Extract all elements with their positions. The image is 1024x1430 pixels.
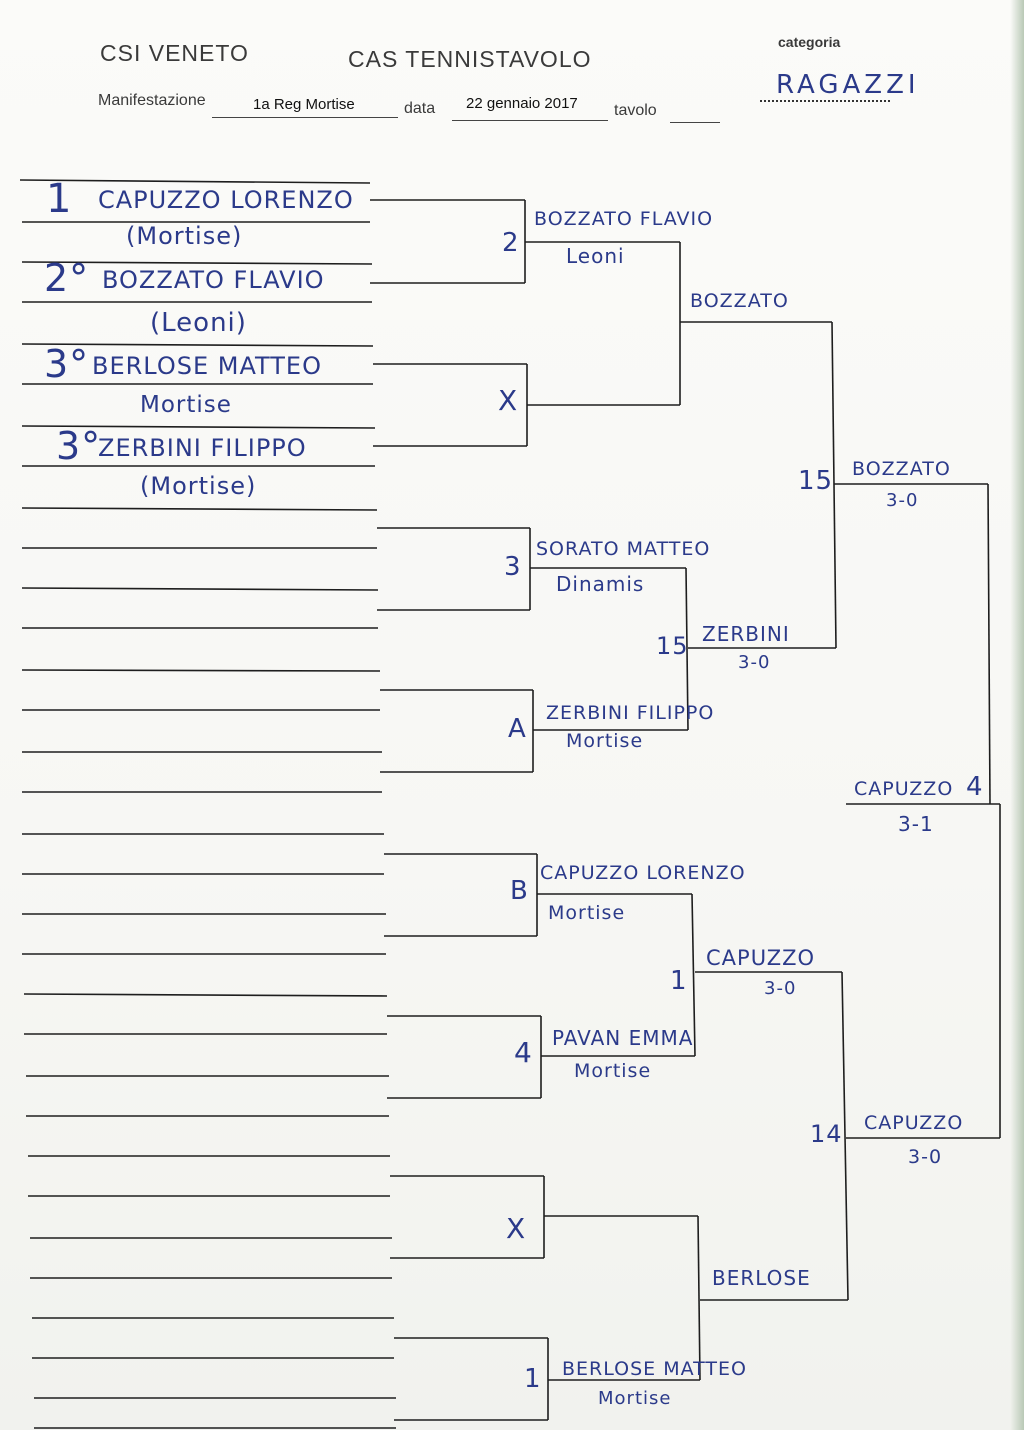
r2-8-club: Mortise bbox=[598, 1388, 672, 1409]
entry-2-name: BOZZATO FLAVIO bbox=[102, 266, 325, 294]
r2-8-seed: 1 bbox=[524, 1364, 542, 1394]
entry-2-club: (Leoni) bbox=[150, 308, 247, 338]
category-value: RAGAZZI bbox=[776, 70, 920, 100]
r2-5-name: CAPUZZO LORENZO bbox=[540, 862, 746, 884]
entry-2-place: 2° bbox=[44, 256, 90, 300]
r4-1-score: 3-0 bbox=[886, 490, 919, 511]
r4-2-score: 3-0 bbox=[908, 1146, 943, 1168]
entry-4-name: ZERBINI FILIPPO bbox=[98, 434, 307, 462]
event-value: 1a Reg Mortise bbox=[253, 96, 355, 113]
table-label: tavolo bbox=[614, 102, 657, 119]
date-value: 22 gennaio 2017 bbox=[466, 95, 578, 112]
sheet-title: CAS TENNISTAVOLO bbox=[348, 46, 592, 72]
r3-3-name: CAPUZZO bbox=[706, 946, 815, 970]
event-label: Manifestazione bbox=[98, 92, 206, 109]
r3-3-table: 1 bbox=[670, 966, 688, 996]
org-name: CSI VENETO bbox=[100, 40, 249, 66]
r2-6-seed: 4 bbox=[514, 1036, 533, 1069]
r2-4-name: ZERBINI FILIPPO bbox=[546, 702, 715, 724]
r2-6-name: PAVAN EMMA bbox=[552, 1026, 694, 1050]
final-table: 4 bbox=[966, 772, 984, 802]
r4-1-name: BOZZATO bbox=[852, 458, 951, 480]
entry-4-place: 3° bbox=[56, 424, 102, 468]
r2-8-name: BERLOSE MATTEO bbox=[562, 1358, 747, 1380]
date-field-line bbox=[452, 120, 608, 121]
r2-6-club: Mortise bbox=[574, 1060, 652, 1082]
final-name: CAPUZZO bbox=[854, 778, 954, 800]
r2-1-club: Leoni bbox=[566, 244, 625, 268]
r2-3-club: Dinamis bbox=[556, 572, 645, 596]
r2-1-name: BOZZATO FLAVIO bbox=[534, 208, 714, 230]
category-label: categoria bbox=[778, 34, 841, 50]
paper-edge bbox=[1010, 0, 1024, 1430]
r2-2-seed: X bbox=[498, 384, 519, 417]
entry-1-name: CAPUZZO LORENZO bbox=[98, 186, 354, 214]
r2-5-seed: B bbox=[510, 876, 529, 906]
r2-4-club: Mortise bbox=[566, 730, 644, 752]
r3-3-score: 3-0 bbox=[764, 978, 797, 999]
entry-3-place: 3° bbox=[44, 342, 90, 386]
r3-1-name: BOZZATO bbox=[690, 290, 789, 312]
r4-2-table: 14 bbox=[810, 1120, 843, 1148]
r3-4-name: BERLOSE bbox=[712, 1266, 811, 1290]
r2-4-seed: A bbox=[508, 714, 527, 744]
date-label: data bbox=[404, 100, 436, 117]
event-field-line bbox=[212, 117, 398, 118]
r2-1-seed: 2 bbox=[502, 228, 520, 258]
entry-1-club: (Mortise) bbox=[126, 222, 243, 250]
entry-4-club: (Mortise) bbox=[140, 472, 257, 500]
r3-2-table: 15 bbox=[656, 632, 689, 660]
r2-3-seed: 3 bbox=[504, 552, 522, 582]
table-field-line bbox=[670, 122, 720, 123]
category-dotted-line bbox=[760, 100, 890, 102]
r3-2-score: 3-0 bbox=[738, 652, 771, 673]
r2-5-club: Mortise bbox=[548, 902, 626, 924]
r2-7-seed: X bbox=[506, 1212, 527, 1245]
entry-3-club: Mortise bbox=[140, 392, 232, 418]
final-score: 3-1 bbox=[898, 812, 934, 836]
r2-3-name: SORATO MATTEO bbox=[536, 538, 711, 560]
entry-1-place: 1 bbox=[46, 176, 73, 222]
r3-2-name: ZERBINI bbox=[702, 622, 790, 646]
r4-2-name: CAPUZZO bbox=[864, 1112, 964, 1134]
entry-3-name: BERLOSE MATTEO bbox=[92, 352, 322, 380]
r4-1-table: 15 bbox=[798, 466, 834, 496]
